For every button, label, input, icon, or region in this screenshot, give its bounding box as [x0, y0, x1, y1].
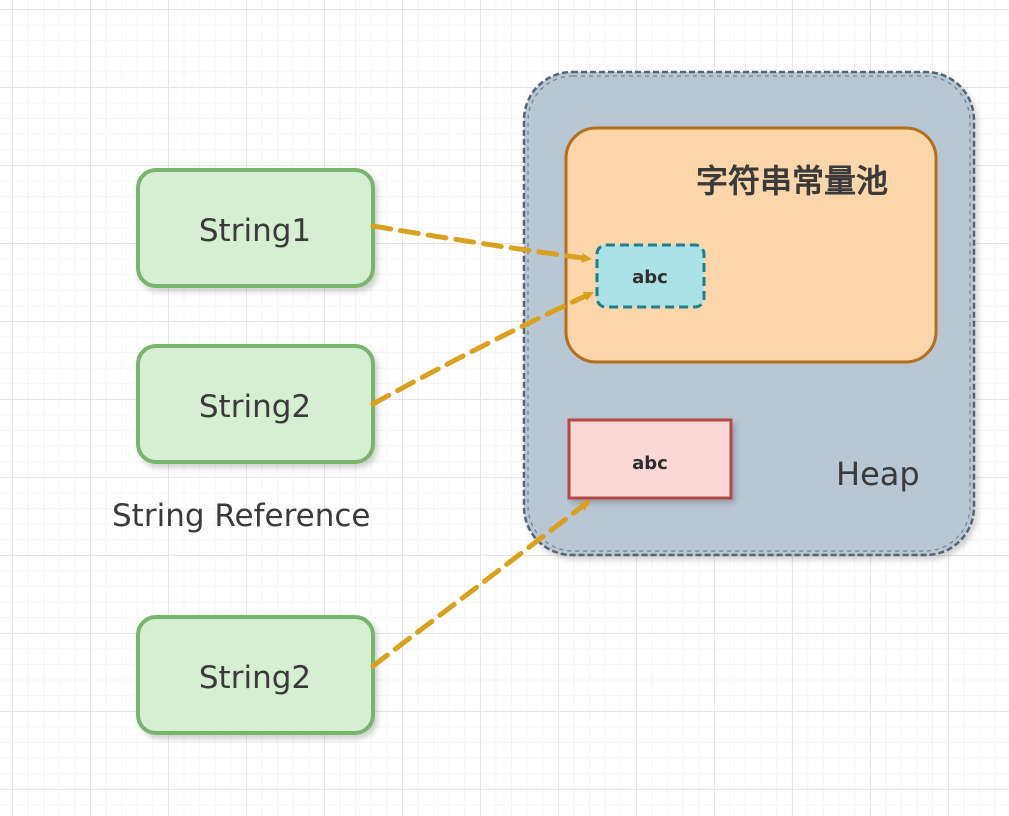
- reference-string3-label: String2: [199, 660, 311, 696]
- heap-string-value: abc: [632, 453, 668, 474]
- heap-string-object: abc: [567, 418, 733, 500]
- arrow-string3-to-heap: [370, 499, 591, 669]
- reference-string3: String2: [136, 615, 375, 735]
- reference-string2-label: String2: [199, 389, 311, 425]
- string-constant-pool-label: 字符串常量池: [696, 162, 888, 200]
- heap-region-outline: [527, 75, 971, 552]
- reference-string3-box: [136, 615, 375, 735]
- reference-string2: String2: [136, 344, 375, 464]
- reference-string1-label: String1: [199, 213, 311, 249]
- arrow-string2-to-pool: [370, 290, 595, 407]
- reference-caption: String Reference: [112, 498, 370, 534]
- arrow-string1-to-pool: [370, 223, 593, 263]
- pool-string-value: abc: [632, 267, 668, 288]
- pool-string-object: abc: [595, 243, 706, 309]
- heap-string-object-box: [567, 418, 733, 500]
- reference-string1: String1: [136, 168, 375, 288]
- heap-label: Heap: [836, 455, 920, 493]
- pool-string-object-box: [595, 243, 706, 309]
